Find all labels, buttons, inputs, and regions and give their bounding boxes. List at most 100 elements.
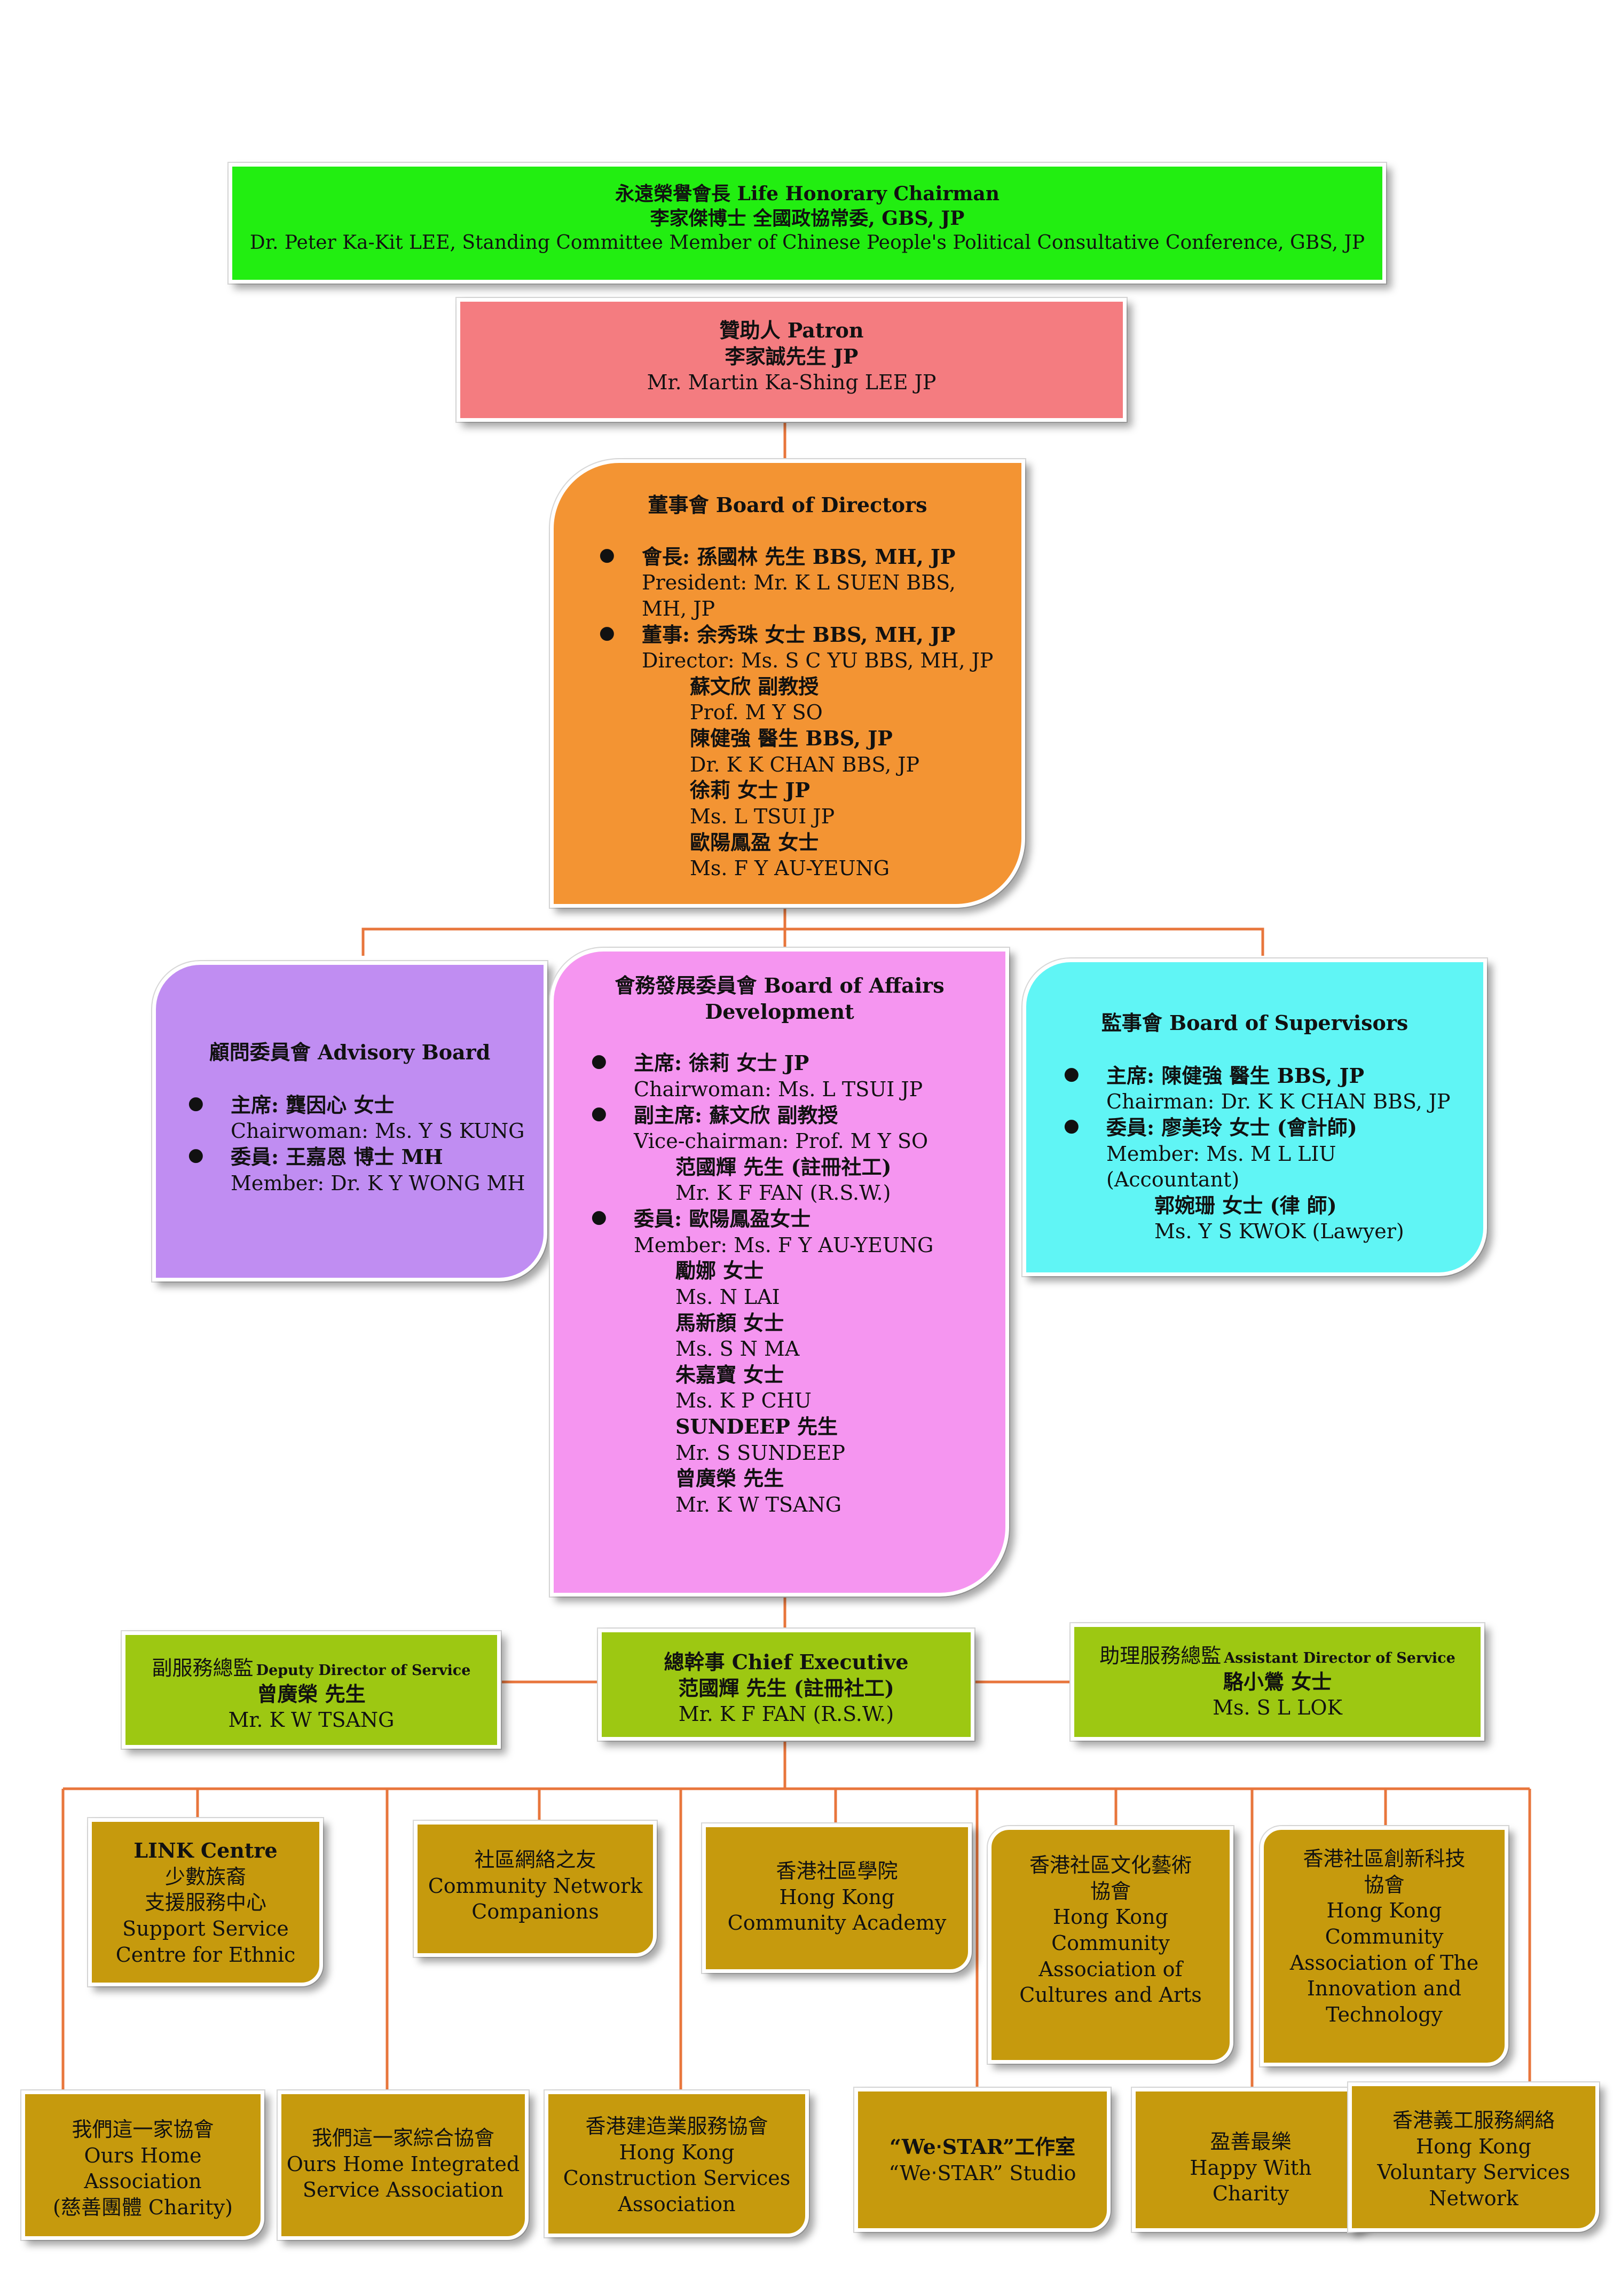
affairs-other-zh: 朱嘉寶 女士 (675, 1362, 784, 1387)
chief-executive-box: 總幹事 Chief Executive 范國輝 先生 (註冊社工) Mr. K … (598, 1629, 974, 1741)
assistant-name-zh: 駱小鶯 女士 (1223, 1669, 1332, 1694)
unit-line: Community Academy (727, 1911, 947, 1935)
unit-line: Hong Kong (1053, 1905, 1168, 1929)
unit-community-network-companions: 社區網絡之友 Community Network Companions (414, 1821, 657, 1957)
supervisors-chair: ● 主席: 陳健強 醫生 BBS, JP Chairman: Dr. K K C… (1064, 1063, 1473, 1115)
chief-title: 總幹事 Chief Executive (602, 1649, 971, 1676)
unit-line: Innovation and (1307, 1977, 1462, 2001)
affairs-chair: ● 主席: 徐莉 女士 JP Chairwoman: Ms. L TSUI JP (591, 1050, 995, 1102)
patron-name-zh: 李家誠先生 JP (725, 344, 859, 368)
supervisors-member2-en: Ms. Y S KWOK (Lawyer) (1154, 1220, 1404, 1244)
supervisors-member-zh: 委員: 廖美玲 女士 (會計師) (1106, 1115, 1357, 1139)
affairs-other-en: Ms. S N MA (675, 1337, 800, 1361)
affairs-chair-en: Chairwoman: Ms. L TSUI JP (634, 1077, 923, 1101)
affairs-other-en: Ms. K P CHU (675, 1389, 812, 1413)
unit-link-centre: LINK Centre 少數族裔 支援服務中心 Support Service … (88, 1818, 323, 1986)
affairs-other-zh: SUNDEEP 先生 (675, 1414, 838, 1438)
unit-line: Ours Home (84, 2143, 202, 2167)
unit-line: Association (84, 2169, 202, 2193)
affairs-other-zh: 曾廣榮 先生 (675, 1466, 784, 1491)
unit-line: Hong Kong (619, 2140, 735, 2164)
bullet-icon: ● (591, 1206, 607, 1228)
deputy-title-en: Deputy Director of Service (256, 1662, 471, 1679)
unit-line: Community (1051, 1931, 1170, 1955)
unit-community-academy: 香港社區學院 Hong Kong Community Academy (702, 1823, 972, 1973)
bullet-icon: ● (1064, 1063, 1080, 1084)
advisory-chair-zh: 主席: 龔因心 女士 (231, 1092, 395, 1117)
directors-director: ● 董事: 余秀珠 女士 BBS, MH, JP Director: Ms. S… (599, 622, 1000, 674)
unit-ours-home-association: 我們這一家協會 Ours Home Association (慈善團體 Char… (21, 2090, 264, 2240)
unit-line: Happy With (1190, 2156, 1312, 2180)
unit-line: Service Association (302, 2178, 504, 2202)
advisory-member-zh: 委員: 王嘉恩 博士 MH (231, 1144, 443, 1169)
affairs-other-zh: 勵娜 女士 (675, 1259, 764, 1283)
unit-ours-home-integrated: 我們這一家綜合協會 Ours Home Integrated Service A… (278, 2090, 529, 2240)
deputy-title-zh: 副服務總監 (152, 1656, 254, 1680)
board-of-directors-box: 董事會 Board of Directors ● 會長: 孫國林 先生 BBS,… (550, 459, 1025, 908)
patron-name-en: Mr. Martin Ka-Shing LEE JP (647, 371, 937, 395)
unit-line: 協會 (1090, 1879, 1131, 1903)
affairs-member-zh: 委員: 歐陽鳳盈女士 (634, 1207, 811, 1231)
unit-line: Hong Kong (1416, 2134, 1531, 2158)
affairs-other-zh: 馬新顏 女士 (675, 1310, 784, 1335)
patron-title: 贊助人 Patron (460, 318, 1123, 344)
directors-title-zh: 董事會 (648, 493, 709, 517)
bullet-icon: ● (599, 544, 615, 565)
director-other-zh: 陳健強 醫生 BBS, JP (690, 726, 893, 750)
unit-line: 盈善最樂 (1210, 2130, 1292, 2153)
director-other-en: Dr. K K CHAN BBS, JP (690, 752, 920, 776)
unit-line: Ours Home Integrated (286, 2152, 520, 2176)
unit-line: 香港社區創新科技 (1303, 1847, 1466, 1870)
directors-president-en: President: Mr. K L SUEN BBS, MH, JP (642, 571, 956, 620)
unit-line: Support Service (122, 1916, 289, 1940)
affairs-vice2-zh: 范國輝 先生 (註冊社工) (675, 1154, 892, 1179)
advisory-list: ● 主席: 龔因心 女士 Chairwoman: Ms. Y S KUNG ● … (188, 1092, 533, 1197)
board-of-supervisors-box: 監事會 Board of Supervisors ● 主席: 陳健強 醫生 BB… (1022, 958, 1487, 1276)
directors-president: ● 會長: 孫國林 先生 BBS, MH, JP President: Mr. … (599, 544, 1000, 622)
director-other-zh: 徐莉 女士 JP (690, 778, 810, 803)
unit-we-star-studio: “We‧STAR”工作室 “We‧STAR” Studio (854, 2088, 1111, 2232)
affairs-title-en1: Board of Affairs (764, 973, 945, 997)
directors-director-zh: 董事: 余秀珠 女士 BBS, MH, JP (642, 622, 956, 647)
affairs-other-en: Mr. K W TSANG (675, 1492, 842, 1516)
supervisors-member: ● 委員: 廖美玲 女士 (會計師) Member: Ms. M L LIU (… (1064, 1115, 1473, 1245)
unit-happy-with-charity: 盈善最樂 Happy With Charity (1132, 2088, 1370, 2232)
unit-line: 少數族裔 (164, 1865, 246, 1889)
unit-line: Network (1429, 2186, 1518, 2210)
chief-name-en: Mr. K F FAN (R.S.W.) (678, 1702, 894, 1726)
assistant-title: 助理服務總監 Assistant Director of Service (1074, 1643, 1481, 1669)
advisory-board-box: 顧問委員會 Advisory Board ● 主席: 龔因心 女士 Chairw… (152, 961, 547, 1281)
patron-title-en: Patron (787, 318, 864, 342)
unit-line: Companions (471, 1900, 599, 1924)
unit-construction-services: 香港建造業服務協會 Hong Kong Construction Service… (545, 2090, 809, 2237)
affairs-vice-zh: 副主席: 蘇文欣 副教授 (634, 1103, 838, 1127)
unit-line: 社區網絡之友 (474, 1848, 596, 1872)
advisory-title-en: Advisory Board (317, 1040, 491, 1064)
unit-line: “We‧STAR”工作室 (890, 2135, 1075, 2159)
patron-box: 贊助人 Patron 李家誠先生 JP Mr. Martin Ka-Shing … (457, 298, 1127, 422)
unit-line: (慈善團體 Charity) (53, 2195, 233, 2219)
unit-line: Technology (1326, 2002, 1443, 2026)
patron-title-zh: 贊助人 (719, 318, 781, 342)
unit-line: 我們這一家綜合協會 (311, 2126, 494, 2150)
affairs-member: ● 委員: 歐陽鳳盈女士 Member: Ms. F Y AU-YEUNG 勵娜… (591, 1206, 995, 1518)
directors-others: 蘇文欣 副教授 Prof. M Y SO 陳健強 醫生 BBS, JP Dr. … (642, 674, 1000, 882)
chairman-name-en: Dr. Peter Ka-Kit LEE, Standing Committee… (249, 232, 1365, 254)
directors-list: ● 會長: 孫國林 先生 BBS, MH, JP President: Mr. … (599, 544, 1000, 674)
assistant-director-box: 助理服務總監 Assistant Director of Service 駱小鶯… (1071, 1623, 1484, 1741)
unit-cultures-and-arts: 香港社區文化藝術 協會 Hong Kong Community Associat… (988, 1826, 1233, 2064)
chairman-title-en: Life Honorary Chairman (737, 183, 1000, 205)
deputy-name-zh: 曾廣榮 先生 (257, 1681, 366, 1706)
bullet-icon: ● (599, 622, 615, 643)
unit-line: Community (1325, 1924, 1444, 1948)
unit-innovation-and-technology: 香港社區創新科技 協會 Hong Kong Community Associat… (1260, 1826, 1508, 2066)
advisory-member: ● 委員: 王嘉恩 博士 MH Member: Dr. K Y WONG MH (188, 1144, 533, 1196)
deputy-name-en: Mr. K W TSANG (228, 1708, 395, 1732)
supervisors-chair-zh: 主席: 陳健強 醫生 BBS, JP (1106, 1063, 1365, 1088)
supervisors-list: ● 主席: 陳健強 醫生 BBS, JP Chairman: Dr. K K C… (1064, 1063, 1473, 1245)
life-honorary-chairman-box: 永遠榮譽會長 Life Honorary Chairman 李家傑博士 全國政協… (229, 163, 1386, 284)
supervisors-member2-zh: 郭婉珊 女士 (律 師) (1154, 1193, 1337, 1217)
unit-line: Voluntary Services (1377, 2160, 1570, 2184)
directors-title-en: Board of Directors (715, 493, 927, 517)
